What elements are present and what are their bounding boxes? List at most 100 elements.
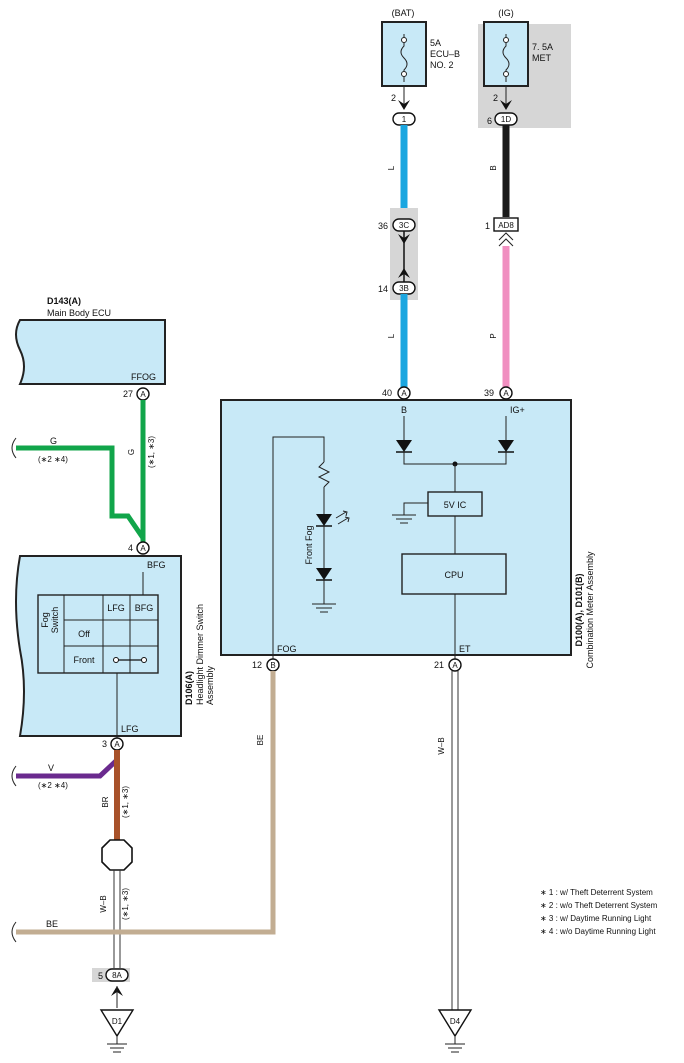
wire-v-label: V <box>48 763 54 773</box>
wire-wb-left-label: W–B <box>99 895 108 912</box>
combination-meter-box <box>220 399 572 656</box>
bat-fuse-rating: 5A <box>430 38 441 48</box>
led-icon <box>316 514 332 526</box>
ground-d1-label: D1 <box>112 1017 123 1026</box>
wire-g-left-note: (∗2 ∗4) <box>38 455 68 464</box>
meter-code: D100(A), D101(B) <box>574 573 584 646</box>
legend-item: ∗ 2 : w/o Theft Deterrent System <box>540 901 658 910</box>
ad8-chevron-icon <box>498 232 514 247</box>
wire-br-label: BR <box>101 796 110 807</box>
wire-g-left-label: G <box>50 436 57 446</box>
meter-name: Combination Meter Assembly <box>585 551 595 669</box>
j3b-label: 3B <box>399 284 409 293</box>
wire-b-label: B <box>489 165 498 170</box>
ad8-label: AD8 <box>498 221 514 230</box>
ig-fuse-pin: 2 <box>493 93 498 103</box>
switch-name-1: Headlight Dimmer Switch <box>195 604 205 705</box>
bat-fuse-name-1: ECU–B <box>430 49 460 59</box>
j8a-pin: 5 <box>98 971 103 981</box>
ig-fuse-end-icon <box>503 37 509 43</box>
splice-octagon-icon <box>101 839 133 871</box>
ecu-box <box>15 319 166 385</box>
fog-ground-icon <box>312 603 336 613</box>
meter-conn-b <box>397 386 411 400</box>
switch-conn-bottom-label: A <box>114 740 120 749</box>
fog-lead <box>272 436 325 660</box>
wire-br-note: (∗1, ∗3) <box>121 786 130 818</box>
ig-fuse-name: MET <box>532 53 552 63</box>
wire-l-lower-label: L <box>387 333 396 338</box>
wire-be <box>16 671 276 935</box>
bat-fuse-end-icon <box>401 37 407 43</box>
ic-5v-label: 5V IC <box>444 500 467 510</box>
wire-g-note: (∗1, ∗3) <box>147 436 156 468</box>
wire-wb-right-label: W–B <box>437 737 446 754</box>
switch-col-bfg: BFG <box>135 603 154 613</box>
j3b-pin: 14 <box>378 284 388 294</box>
wire-v <box>16 758 119 779</box>
ground-d4-icon <box>445 1043 465 1053</box>
front-fog-label: Front Fog <box>304 525 314 564</box>
bat-fuse-pin: 2 <box>391 93 396 103</box>
ground-d4-triangle <box>437 1009 473 1038</box>
ig-arrow-icon <box>500 100 512 110</box>
switch-row-off: Off <box>78 629 90 639</box>
meter-term-b: B <box>401 405 407 415</box>
switch-term-top: BFG <box>147 560 166 570</box>
switch-pin-top: 4 <box>128 543 133 553</box>
j8a-label: 8A <box>112 971 122 980</box>
bat-fuse-name-2: NO. 2 <box>430 60 454 70</box>
meter-conn-et <box>448 658 462 672</box>
bat-fuse-icon <box>400 34 408 82</box>
switch-col-lfg: LFG <box>107 603 125 613</box>
switch-code: D106(A) <box>184 671 194 705</box>
ecu-name: Main Body ECU <box>47 308 111 318</box>
meter-pin-ig: 39 <box>484 388 494 398</box>
cpu-box <box>401 553 507 595</box>
legend-item: ∗ 3 : w/ Daytime Running Light <box>540 914 652 923</box>
switch-contact-icon <box>141 657 147 663</box>
switch-row-header-2: Switch <box>50 607 60 634</box>
ground-d1-triangle <box>99 1009 135 1038</box>
bat-arrow-icon <box>398 100 410 110</box>
meter-conn-b-label: A <box>401 389 407 398</box>
ic-ground-icon <box>392 514 416 524</box>
meter-term-fog: FOG <box>277 644 297 654</box>
switch-conn-top-label: A <box>140 544 146 553</box>
bat-connector-label: 1 <box>402 115 407 124</box>
ig-fuse-icon <box>502 34 510 82</box>
wire-be-break-icon <box>11 921 17 943</box>
wire-be-left-label: BE <box>46 919 58 929</box>
ecu-term: FFOG <box>131 372 156 382</box>
ecu-pin: 27 <box>123 389 133 399</box>
bat-fuse-end-icon <box>401 71 407 77</box>
ground-d1-icon <box>107 1043 127 1053</box>
switch-conn-top <box>136 541 150 555</box>
cpu-label: CPU <box>444 570 463 580</box>
j8a-connector <box>105 968 129 982</box>
j3c-pin: 36 <box>378 221 388 231</box>
switch-pin-bottom: 3 <box>102 739 107 749</box>
meter-term-ig: IG+ <box>510 405 525 415</box>
switch-term-bottom: LFG <box>121 724 139 734</box>
j3c-label: 3C <box>399 221 409 230</box>
ig-fuse-end-icon <box>503 71 509 77</box>
j3b-arrow-icon <box>398 268 410 278</box>
wire-v-note: (∗2 ∗4) <box>38 781 68 790</box>
switch-name-2: Assembly <box>205 665 215 705</box>
switch-row-front: Front <box>73 655 95 665</box>
ground-d4-label: D4 <box>450 1017 461 1026</box>
meter-pin-et: 21 <box>434 660 444 670</box>
ic-5v-box <box>427 491 483 517</box>
meter-conn-ig-label: A <box>503 389 509 398</box>
meter-pin-fog: 12 <box>252 660 262 670</box>
light-rays-icon <box>335 510 350 525</box>
wire-wb-left-note: (∗1, ∗3) <box>121 888 130 920</box>
ig-fuse-rating: 7. 5A <box>532 42 553 52</box>
meter-pin-b: 40 <box>382 388 392 398</box>
wire-v-break-icon <box>11 765 17 787</box>
switch-row-header-1: Fog <box>40 612 50 628</box>
ig-connector-label: 1D <box>501 115 511 124</box>
ig-tag: (IG) <box>498 8 514 18</box>
